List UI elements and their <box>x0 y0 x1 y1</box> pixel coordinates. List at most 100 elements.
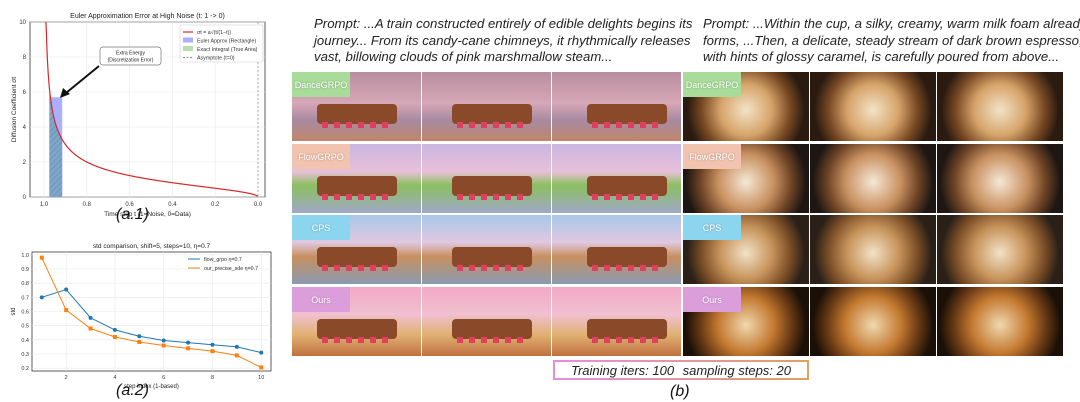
x-axis-label: Time step t (1=Noise, 0=Data) <box>104 211 191 218</box>
train-body <box>452 247 532 267</box>
sigma-curve <box>45 21 259 197</box>
x-tick-label: 0.8 <box>83 202 92 208</box>
y-tick-label: 0.6 <box>21 310 29 316</box>
train-image <box>552 215 681 284</box>
y-tick-label: 0.2 <box>21 366 29 372</box>
train-wheels <box>592 265 662 271</box>
legend-entry: our_precise_sde η=0.7 <box>204 266 258 272</box>
train-wheels <box>322 337 392 343</box>
train-wheels <box>322 194 392 200</box>
train-image <box>552 287 681 356</box>
legend-swatch <box>183 37 193 43</box>
data-point <box>112 335 117 339</box>
method-label: CPS <box>683 215 741 240</box>
sampling-steps: sampling steps: 20 <box>682 362 791 378</box>
data-point <box>259 365 264 370</box>
y-tick-label: 0 <box>23 195 27 201</box>
x-tick-label: 4 <box>113 375 116 381</box>
coffee-prompt: Prompt: ...Within the cup, a silky, crea… <box>703 16 1080 64</box>
data-point <box>64 308 69 313</box>
y-tick-label: 0.9 <box>21 267 29 273</box>
train-wheels <box>457 194 527 200</box>
train-wheels <box>457 337 527 343</box>
data-point <box>88 315 93 320</box>
arrow-head <box>60 88 70 98</box>
y-tick-label: 10 <box>19 20 26 26</box>
data-point <box>137 339 142 344</box>
settings-box: Training iters: 100 sampling steps: 20 <box>553 360 809 380</box>
legend-swatch <box>183 46 193 51</box>
annotation-arrow <box>65 65 100 94</box>
chart-title: std comparison, shift=5, steps=10, η=0.7 <box>93 243 211 250</box>
train-wheels <box>592 194 662 200</box>
train-body <box>587 247 667 267</box>
train-image <box>422 287 551 356</box>
y-tick-label: 4 <box>23 125 27 131</box>
train-wheels <box>322 265 392 271</box>
legend-entry: Asymptote (t=0) <box>197 56 235 62</box>
method-label: CPS <box>292 215 350 240</box>
data-point <box>64 287 69 292</box>
train-body <box>452 104 532 124</box>
y-tick-label: 2 <box>23 160 27 166</box>
caption-a1: (a.1) <box>116 206 149 223</box>
train-body <box>317 247 397 267</box>
method-label: DanceGRPO <box>683 72 741 97</box>
method-label: DanceGRPO <box>292 72 350 97</box>
exact-integral-area <box>49 87 63 197</box>
train-body <box>587 319 667 339</box>
train-body <box>587 176 667 196</box>
train-body <box>317 176 397 196</box>
x-tick-label: 0.6 <box>125 202 134 208</box>
train-body <box>587 104 667 124</box>
train-body <box>452 319 532 339</box>
x-tick-label: 0.0 <box>254 202 263 208</box>
data-point <box>88 326 93 331</box>
coffee-image <box>937 287 1063 356</box>
y-tick-label: 0.8 <box>21 281 29 287</box>
data-point <box>161 338 166 343</box>
annotation-box <box>99 46 162 66</box>
method-label: Ours <box>292 287 350 312</box>
x-tick-label: 8 <box>211 375 214 381</box>
method-label: Ours <box>683 287 741 312</box>
x-tick-label: 0.4 <box>168 202 177 208</box>
x-tick-label: 2 <box>65 375 68 381</box>
coffee-image <box>937 215 1063 284</box>
annotation-line-1: Extra Energy <box>116 51 145 57</box>
legend-entry: Exact Integral (True Area) <box>197 47 258 53</box>
caption-a2: (a.2) <box>116 382 149 399</box>
train-body <box>452 176 532 196</box>
train-image <box>552 72 681 141</box>
training-iters: Training iters: 100 <box>571 362 675 378</box>
y-axis-label: std <box>11 307 17 315</box>
data-point <box>137 334 142 339</box>
train-image <box>292 287 421 356</box>
series-line-0 <box>41 288 262 354</box>
x-tick-label: 10 <box>258 375 264 381</box>
coffee-image <box>810 72 936 141</box>
data-point <box>234 344 239 349</box>
coffee-image <box>810 144 936 213</box>
train-wheels <box>457 265 527 271</box>
data-point <box>112 327 117 332</box>
method-label: FlowGRPO <box>292 144 350 169</box>
train-wheels <box>457 122 527 128</box>
data-point <box>39 295 44 300</box>
x-axis-label: step index (1-based) <box>124 384 179 390</box>
train-body <box>317 319 397 339</box>
coffee-image <box>937 144 1063 213</box>
train-image <box>422 144 551 213</box>
coffee-image <box>810 215 936 284</box>
train-image <box>422 215 551 284</box>
train-body <box>317 104 397 124</box>
legend-box <box>179 24 264 63</box>
data-point <box>259 350 264 355</box>
y-tick-label: 8 <box>23 55 27 61</box>
train-image <box>422 72 551 141</box>
data-point <box>210 349 215 354</box>
y-tick-label: 0.3 <box>21 352 29 358</box>
train-image <box>552 144 681 213</box>
chart-title: Euler Approximation Error at High Noise … <box>70 13 225 20</box>
